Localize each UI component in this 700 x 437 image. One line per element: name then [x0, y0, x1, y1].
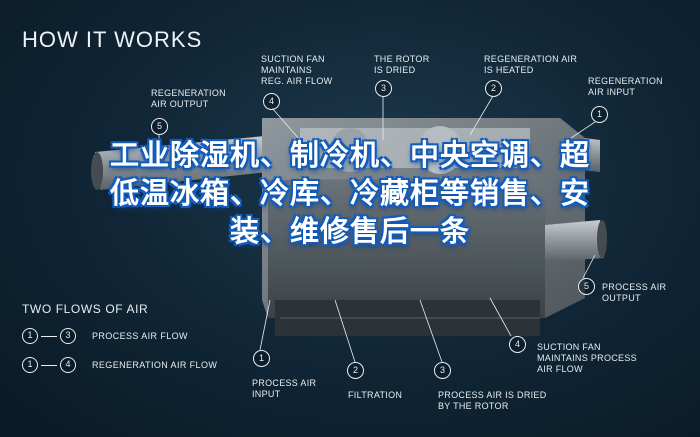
callout-label: FILTRATION [348, 390, 403, 400]
callout-number-regen-1: 1 [591, 106, 608, 123]
callout-number-regen-4: 4 [263, 93, 280, 110]
overlay-banner-text: 工业除湿机、制冷机、中央空调、超低温冰箱、冷库、冷藏柜等销售、安装、维修售后一条 [109, 138, 590, 248]
flows-title: TWO FLOWS OF AIR [22, 302, 149, 316]
legend-process-air-flow: 1 3 PROCESS AIR FLOW [22, 326, 188, 346]
callout-number-process-3: 3 [434, 362, 451, 379]
callout-number-process-1: 1 [253, 350, 270, 367]
callout-label: PROCESS AIR OUTPUT [602, 282, 667, 303]
legend-label: PROCESS AIR FLOW [92, 331, 188, 341]
callout-label: REGENERATION AIR IS HEATED [484, 54, 578, 75]
callout-number-regen-5: 5 [151, 118, 168, 135]
machine-body [262, 118, 585, 336]
callout-label: REGENERATION AIR INPUT [588, 76, 663, 97]
callout-process-air-dried: PROCESS AIR IS DRIED BY THE ROTOR [438, 390, 547, 412]
legend-from-number: 1 [22, 357, 38, 373]
callout-process-air-input: PROCESS AIR INPUT [252, 378, 316, 400]
callout-suction-fan-process: SUCTION FAN MAINTAINS PROCESS AIR FLOW [537, 342, 637, 375]
legend-regeneration-air-flow: 1 4 REGENERATION AIR FLOW [22, 355, 217, 375]
legend-dash [41, 335, 57, 337]
callout-label: PROCESS AIR IS DRIED BY THE ROTOR [438, 390, 547, 411]
legend-from-number: 1 [22, 328, 38, 344]
callout-suction-fan-reg: SUCTION FAN MAINTAINS REG. AIR FLOW [261, 54, 332, 87]
callout-number-regen-2: 2 [485, 80, 502, 97]
callout-regen-air-input: REGENERATION AIR INPUT [588, 76, 663, 98]
callout-label: PROCESS AIR INPUT [252, 378, 317, 399]
duct-process-output [545, 220, 607, 262]
callout-regen-air-output: REGENERATION AIR OUTPUT [151, 88, 226, 110]
page-title: HOW IT WORKS [22, 27, 203, 52]
duct-regen-output [91, 136, 268, 190]
legend-to-number: 4 [60, 357, 76, 373]
callout-label: SUCTION FAN MAINTAINS PROCESS AIR FLOW [537, 342, 637, 374]
callout-filtration: FILTRATION [348, 390, 402, 401]
callout-number-process-2: 2 [347, 362, 364, 379]
callout-label: REGENERATION AIR OUTPUT [151, 88, 226, 109]
callout-number-regen-3: 3 [375, 80, 392, 97]
legend-label: REGENERATION AIR FLOW [92, 360, 218, 370]
callout-text: REGENERATION AIR OUTPUT [151, 88, 226, 110]
callout-label: THE ROTOR IS DRIED [374, 54, 430, 75]
callout-number-process-5: 5 [578, 278, 595, 295]
callout-process-air-output: PROCESS AIR OUTPUT [602, 282, 666, 304]
legend-dash [41, 364, 57, 366]
legend-to-number: 3 [60, 328, 76, 344]
callout-number-process-4: 4 [509, 336, 526, 353]
callout-regen-heated: REGENERATION AIR IS HEATED [484, 54, 577, 76]
callout-rotor-dried: THE ROTOR IS DRIED [374, 54, 430, 76]
callout-label: SUCTION FAN MAINTAINS REG. AIR FLOW [261, 54, 333, 86]
